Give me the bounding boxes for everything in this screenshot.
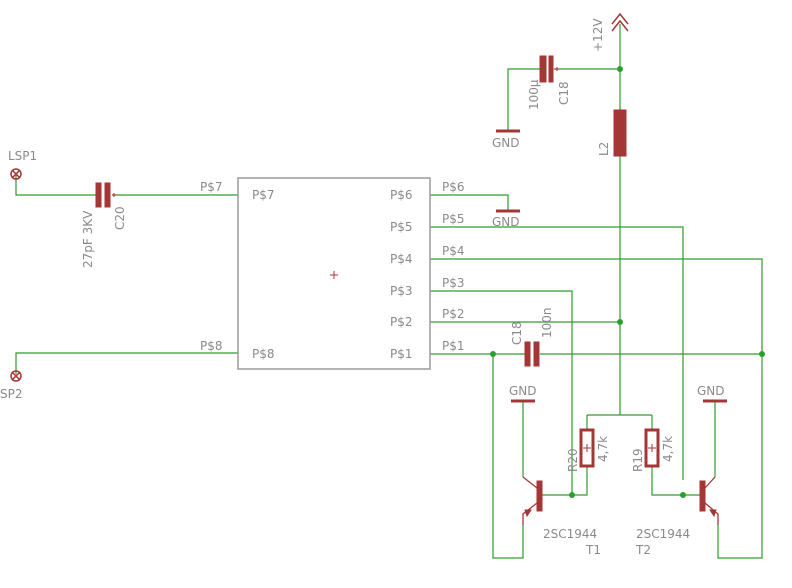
net-label-p7: P$7 — [200, 180, 223, 194]
l2-label: L2 — [597, 142, 611, 156]
cap-plate — [104, 182, 111, 208]
c18-mid-name: C18 — [510, 321, 524, 345]
transistor-base-bar — [536, 480, 543, 512]
resistor-r19[interactable]: R19 4,7k — [631, 428, 675, 472]
t2-value: 2SC1944 — [636, 527, 690, 541]
transistor-collector-lead — [704, 476, 716, 489]
ic-pin-label-p7: P$7 — [252, 188, 275, 202]
net-label-p4: P$4 — [442, 244, 465, 258]
cap-polarity-mark — [112, 193, 116, 197]
c20-value: 27pF 3KV — [81, 210, 95, 268]
resistor-body — [579, 428, 595, 468]
wire-p4 — [430, 258, 763, 559]
net-label-p5: P$5 — [442, 212, 465, 226]
ic-pin-label-p4: P$4 — [390, 252, 413, 266]
transistor-t2[interactable]: 2SC1944 T2 — [635, 476, 719, 557]
junction-dot — [617, 319, 623, 325]
wire-t1-emitter — [492, 354, 524, 559]
lsp2-connector[interactable]: SP2 — [0, 370, 23, 401]
ic-pin-label-p3: P$3 — [390, 284, 413, 298]
transistor-emitter-lead — [704, 502, 719, 525]
junction-dot — [490, 351, 496, 357]
wire-lsp2-p8 — [15, 352, 238, 374]
r19-name: R19 — [631, 448, 645, 472]
ic-pin-label-p8: P$8 — [252, 347, 275, 361]
connector-cross — [11, 169, 21, 179]
net-label-p2: P$2 — [442, 307, 465, 321]
gnd-symbol-p6: GND — [492, 209, 520, 229]
cap-plate — [548, 55, 554, 83]
resistor-r20[interactable]: R20 4,7k — [566, 428, 610, 472]
cap-plate — [533, 341, 540, 367]
gnd-symbol-c18: GND — [492, 129, 520, 150]
inductor-l2[interactable]: L2 — [597, 109, 627, 157]
connector-cross — [11, 371, 21, 381]
r19-value: 4,7k — [661, 436, 675, 462]
ic-module[interactable]: P$7 P$8 P$6 P$5 P$4 P$3 P$2 P$1 P$7 P$8 … — [200, 177, 465, 370]
r20-value: 4,7k — [596, 436, 610, 462]
wire-p3 — [430, 290, 573, 495]
cap-plate — [95, 182, 102, 208]
resistor-body — [644, 428, 660, 468]
transistor-arrow-icon — [709, 509, 717, 518]
net-label-p1: P$1 — [442, 339, 465, 353]
lsp2-label: SP2 — [0, 387, 23, 401]
capacitor-c18-electrolytic[interactable]: 100µ C18 — [527, 55, 571, 110]
c18-top-value: 100µ — [527, 79, 541, 110]
junction-dot — [569, 492, 575, 498]
cap-polarity-mark — [555, 67, 559, 71]
supply-arrow-icon — [611, 12, 629, 32]
net-label-p6: P$6 — [442, 180, 465, 194]
net-label-p8: P$8 — [200, 339, 223, 353]
gnd-label: GND — [492, 136, 520, 150]
r20-name: R20 — [566, 448, 580, 472]
gnd-symbol-t1: GND — [509, 384, 537, 403]
wire-p6-gnd — [430, 194, 509, 210]
gnd-label: GND — [697, 384, 725, 398]
junction-dot — [680, 492, 686, 498]
resistor-center-mark — [583, 444, 591, 452]
t1-value: 2SC1944 — [543, 527, 597, 541]
transistor-arrow-icon — [524, 509, 532, 518]
vcc-supply[interactable]: +12V — [591, 12, 629, 52]
ic-pin-label-p1: P$1 — [390, 347, 413, 361]
lsp1-connector[interactable]: LSP1 — [8, 149, 37, 180]
wire-c18-left — [507, 68, 540, 130]
wires — [15, 24, 765, 559]
junction-dot — [617, 66, 623, 72]
c20-name: C20 — [113, 206, 127, 230]
capacitor-c18-ceramic[interactable]: C18 100n — [510, 307, 554, 367]
connector-icon — [10, 370, 22, 382]
capacitor-c20[interactable]: 27pF 3KV C20 — [81, 182, 127, 268]
net-label-p3: P$3 — [442, 276, 465, 290]
gnd-symbol-t2: GND — [697, 384, 727, 403]
ic-pin-label-p2: P$2 — [390, 315, 413, 329]
cap-plate — [524, 341, 531, 367]
connector-icon — [10, 168, 22, 180]
ic-pin-label-p5: P$5 — [390, 220, 413, 234]
transistor-base-bar — [699, 480, 706, 512]
gnd-label: GND — [509, 384, 537, 398]
c18-mid-value: 100n — [540, 307, 554, 338]
cap-plate — [539, 55, 547, 83]
vcc-label: +12V — [591, 18, 605, 52]
t2-name: T2 — [635, 543, 651, 557]
transistor-t1[interactable]: 2SC1944 T1 — [522, 476, 601, 557]
c18-top-name: C18 — [557, 81, 571, 105]
transistor-emitter-lead — [522, 502, 538, 525]
wire-p5 — [430, 226, 684, 480]
resistor-center-mark — [648, 444, 656, 452]
lsp1-label: LSP1 — [8, 149, 37, 163]
wire-r19-base — [651, 466, 700, 496]
wire-r20-base — [541, 466, 588, 496]
wire-lsp1 — [15, 174, 96, 196]
junction-dot — [759, 351, 765, 357]
t1-name: T1 — [585, 543, 601, 557]
ic-pin-label-p6: P$6 — [390, 188, 413, 202]
ic-origin-marker — [330, 271, 338, 279]
gnd-label: GND — [492, 215, 520, 229]
transistor-collector-lead — [522, 476, 538, 489]
inductor-body — [613, 109, 627, 157]
